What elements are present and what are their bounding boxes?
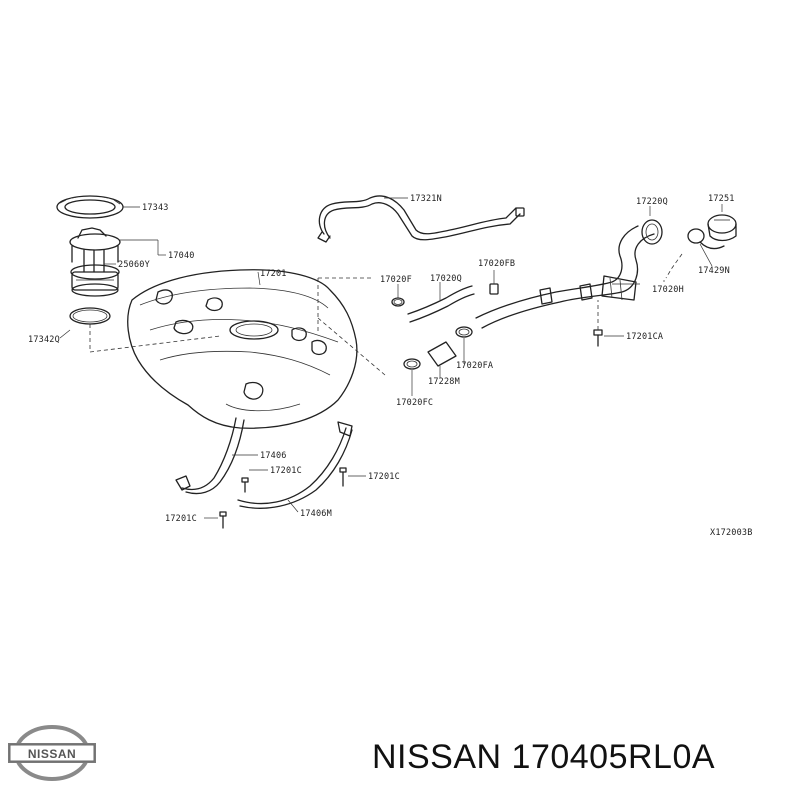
label-17321N: 17321N [410,194,442,204]
label-17228M: 17228M [428,377,460,387]
hose-17020Q [407,282,475,323]
bolt-17201C-c [204,511,227,529]
vent-hose-17321N [317,195,525,243]
bolt-17201C-a [241,469,268,493]
o-ring-17342Q [59,307,221,353]
label-17342Q: 17342Q [28,335,60,345]
label-17020FA: 17020FA [456,361,493,371]
label-17020F: 17020F [380,275,412,285]
diagram-code: X172003B [710,528,753,538]
nissan-logo: NISSAN [8,725,96,781]
tank-strap-17406 [175,417,258,495]
tank-strap-17406M [237,421,353,513]
label-17251: 17251 [708,194,735,204]
label-17406: 17406 [260,451,287,461]
hose-clamp-17020F [391,284,405,307]
bolt-17201C-b [339,467,366,487]
label-17220Q: 17220Q [636,197,668,207]
hose-17228M [427,341,457,378]
label-17201: 17201 [260,269,287,279]
label-25060Y: 25060Y [118,260,150,270]
hose-clamp-17020FB [489,270,499,295]
label-17201C-c: 17201C [165,514,197,524]
hose-clamp-17020FC [403,358,421,396]
label-17343: 17343 [142,203,169,213]
cap-tether-17429N [687,228,725,267]
label-17201C-a: 17201C [270,466,302,476]
hose-clamp-17020FA [455,326,473,364]
label-17429N: 17429N [698,266,730,276]
label-17201CA: 17201CA [626,332,663,342]
hose-17020H [663,253,683,282]
fuel-pump-module-17040 [69,227,166,297]
label-17201C-b: 17201C [368,472,400,482]
label-17020FB: 17020FB [478,259,515,269]
bolt-17201CA [593,300,624,347]
label-17040: 17040 [168,251,195,261]
label-17020FC: 17020FC [396,398,433,408]
label-17406M: 17406M [300,509,332,519]
logo-text: NISSAN [28,747,76,761]
pump-seal-ring-17343 [56,195,140,219]
part-title: NISSAN 170405RL0A [372,738,716,776]
fuel-cap-17251 [707,204,737,242]
filler-tube-17220Q [475,206,663,329]
fuel-tank-17201 [127,269,386,429]
label-17020H: 17020H [652,285,684,295]
label-17020Q: 17020Q [430,274,462,284]
